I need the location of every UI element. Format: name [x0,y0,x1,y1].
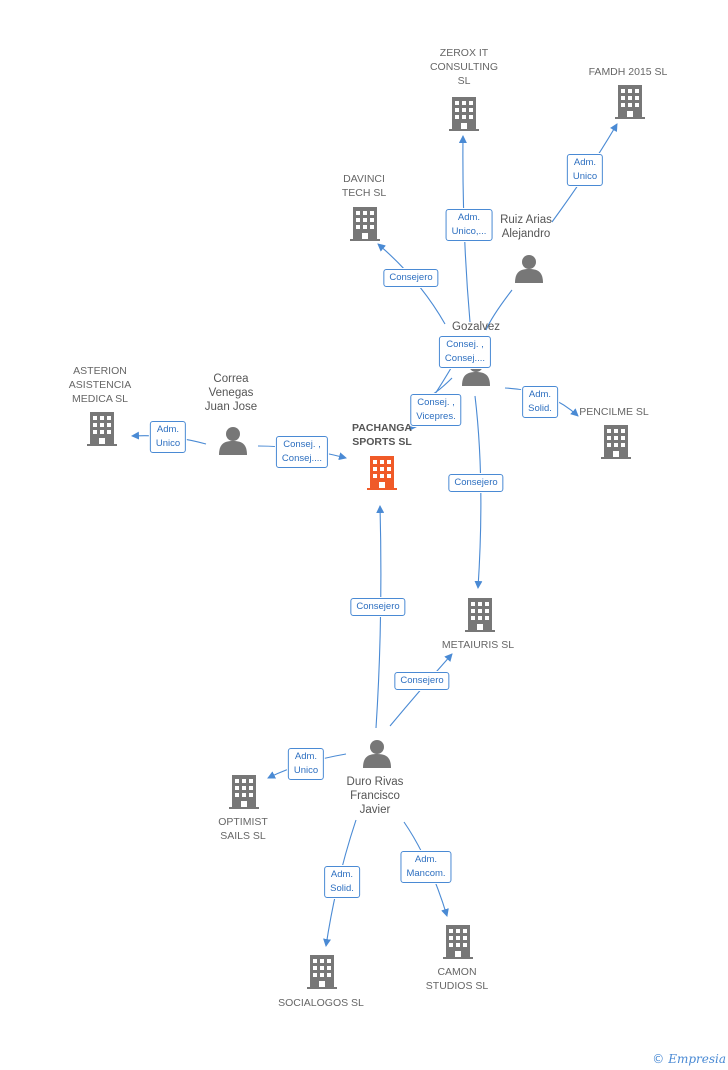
person-label-correa[interactable]: Correa Venegas Juan Jose [204,373,258,413]
edge-label-correa-pachanga[interactable]: Consej. , Consej.... [275,436,329,468]
building-icon-famdh[interactable] [615,85,645,119]
nodes-layer [87,85,645,989]
building-icon-socialogos[interactable] [307,955,337,989]
edge-label-gozalvez-pachanga-2[interactable]: Consej. , Vicepres. [410,394,462,426]
company-label-socialogos[interactable]: SOCIALOGOS SL [278,997,364,1009]
edge-label-gozalvez-metaiuris[interactable]: Consejero [448,474,504,492]
edge-label-duro-pachanga[interactable]: Consejero [350,598,406,616]
edge-label-correa-asterion[interactable]: Adm. Unico [149,421,187,453]
company-label-camon[interactable]: CAMON STUDIOS SL [425,966,489,992]
company-label-asterion[interactable]: ASTERION ASISTENCIA MEDICA SL [68,365,132,405]
edge-label-duro-metaiuris[interactable]: Consejero [394,672,450,690]
company-label-optimist[interactable]: OPTIMIST SAILS SL [218,816,268,842]
company-label-pencilme[interactable]: PENCILME SL [579,406,649,418]
person-label-duro[interactable]: Duro Rivas Francisco Javier [346,776,404,816]
brand-logo: Empresia [668,1052,726,1066]
copyright-icon: © [652,1052,665,1066]
person-label-ruiz[interactable]: Ruiz Arias Alejandro [500,214,552,240]
building-icon-metaiuris[interactable] [465,598,495,632]
person-icon-ruiz[interactable] [515,255,543,283]
building-icon-optimist[interactable] [229,775,259,809]
edge-duro-metaiuris [389,653,453,727]
edge-ruiz-gozalvez [485,289,513,331]
company-label-zerox[interactable]: ZEROX IT CONSULTING SL [429,47,499,87]
edge-gozalvez-metaiuris [474,395,483,589]
building-icon-pachanga[interactable] [367,456,397,490]
building-icon-asterion[interactable] [87,412,117,446]
edge-label-gozalvez-pencilme[interactable]: Adm. Solid. [522,386,558,418]
company-label-pachanga[interactable]: PACHANGA SPORTS SL [352,422,412,448]
building-icon-davinci[interactable] [350,207,380,241]
person-icon-correa[interactable] [219,427,247,455]
edges-layer [131,123,618,947]
building-icon-zerox[interactable] [449,97,479,131]
edge-label-gozalvez-zerox[interactable]: Adm. Unico,... [445,209,493,241]
edge-label-gozalvez-pachanga-1[interactable]: Consej. , Consej.... [438,336,492,368]
footer-brand[interactable]: ©Empresia [652,1052,726,1066]
edge-label-duro-camon[interactable]: Adm. Mancom. [400,851,452,883]
building-icon-camon[interactable] [443,925,473,959]
edge-duro-pachanga [375,505,385,729]
edge-label-ruiz-famdh[interactable]: Adm. Unico [566,154,604,186]
edge-label-duro-optimist[interactable]: Adm. Unico [287,748,325,780]
edge-label-duro-socialogos[interactable]: Adm. Solid. [324,866,360,898]
edge-label-gozalvez-davinci[interactable]: Consejero [383,269,439,287]
person-icon-duro[interactable] [363,740,391,768]
building-icon-pencilme[interactable] [601,425,631,459]
company-label-davinci[interactable]: DAVINCI TECH SL [341,173,387,199]
company-label-metaiuris[interactable]: METAIURIS SL [441,639,515,651]
company-label-famdh[interactable]: FAMDH 2015 SL [588,66,668,78]
